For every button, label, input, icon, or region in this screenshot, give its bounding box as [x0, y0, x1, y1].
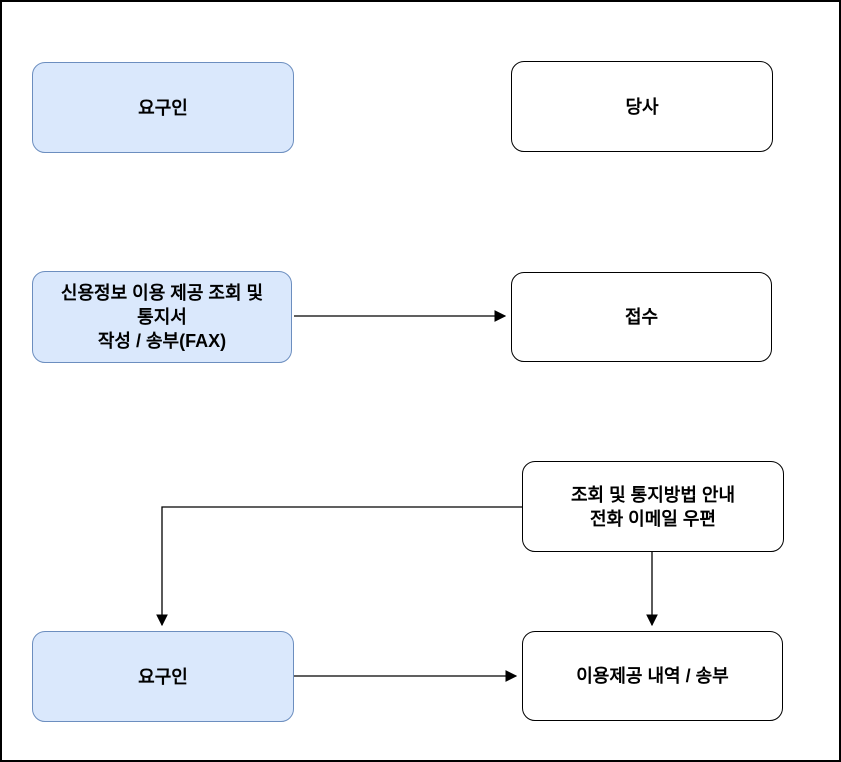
node-usage-history: 이용제공 내역 / 송부	[522, 631, 783, 721]
node-company: 당사	[511, 61, 773, 152]
node-usage-history-label: 이용제공 내역 / 송부	[576, 666, 729, 686]
node-notice-form: 신용정보 이용 제공 조회 및 통지서 작성 / 송부(FAX)	[32, 271, 292, 363]
node-requester-top: 요구인	[32, 62, 294, 153]
node-notice-form-label: 신용정보 이용 제공 조회 및 통지서 작성 / 송부(FAX)	[60, 283, 264, 351]
node-requester-bottom-label: 요구인	[138, 666, 188, 687]
node-guide-label: 조회 및 통지방법 안내 전화 이메일 우편	[570, 484, 736, 529]
node-receipt-label: 접수	[624, 307, 659, 327]
node-receipt: 접수	[511, 272, 772, 362]
arrow-guide-to-requester-bottom	[156, 506, 522, 627]
node-requester-top-label: 요구인	[138, 97, 188, 118]
node-requester-bottom: 요구인	[32, 631, 294, 722]
node-company-label: 당사	[625, 96, 659, 117]
node-guide: 조회 및 통지방법 안내 전화 이메일 우편	[522, 461, 784, 552]
